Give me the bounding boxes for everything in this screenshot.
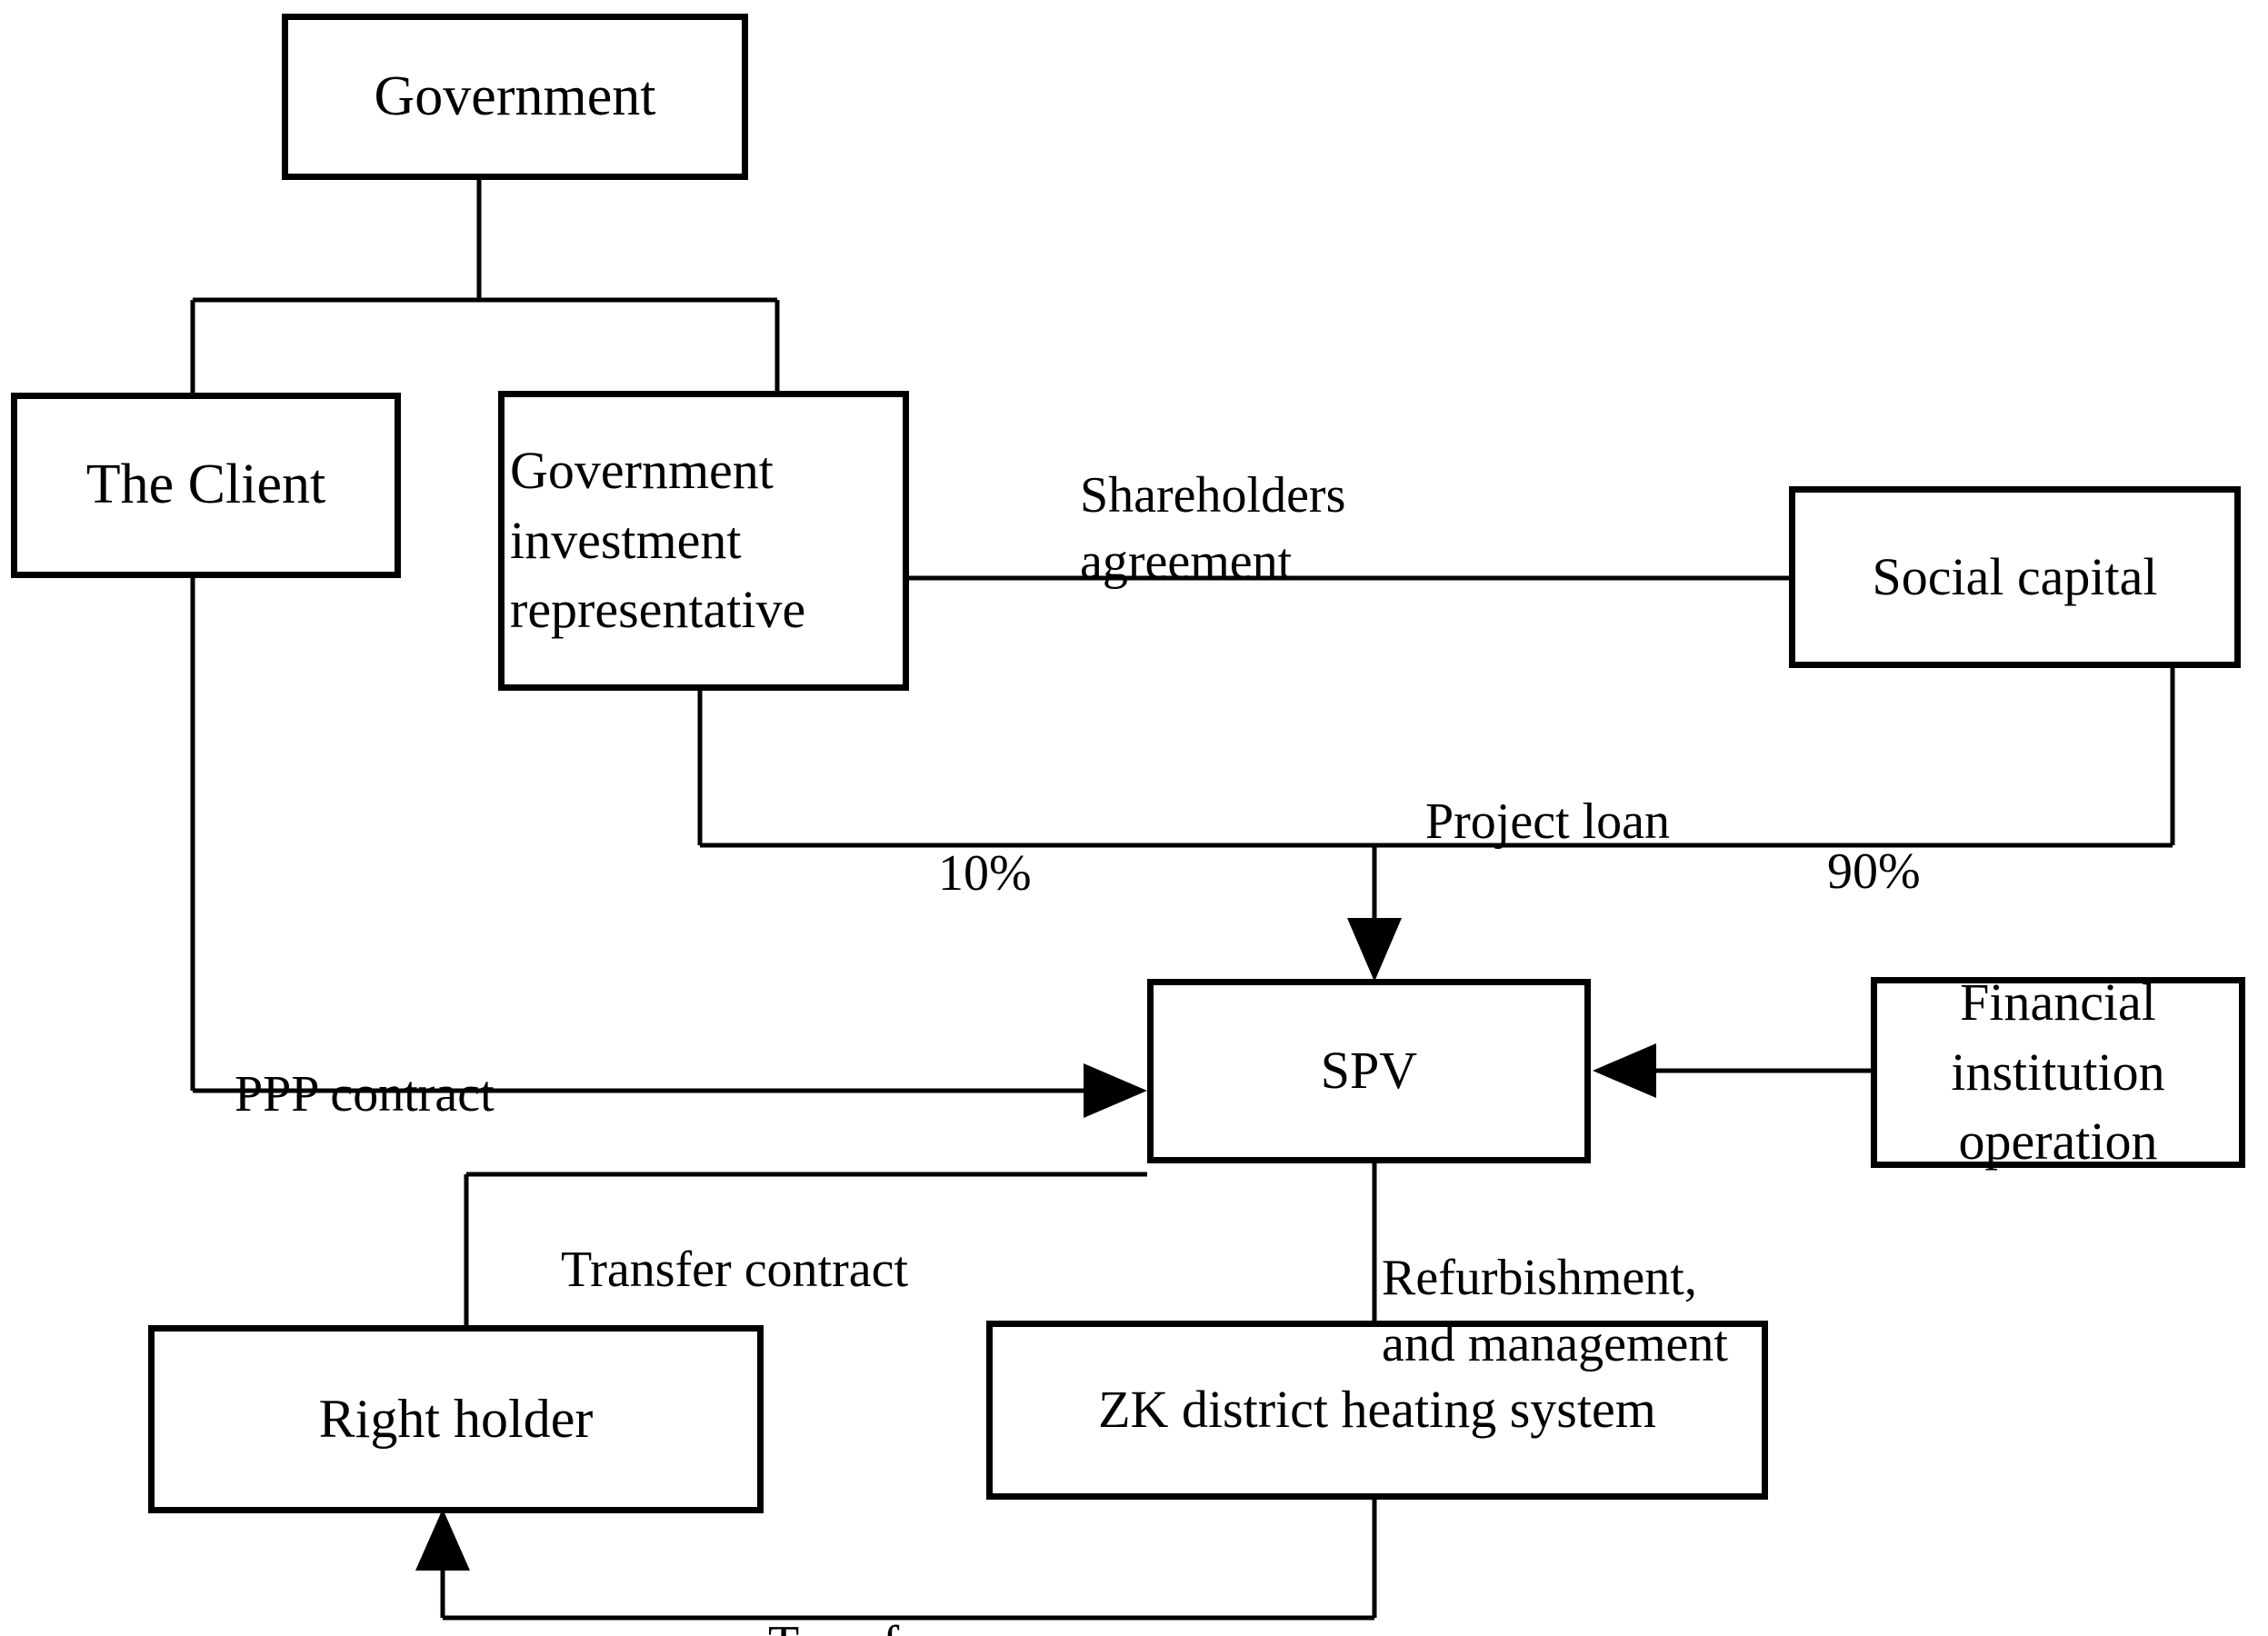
node-spv[interactable]: SPV	[1147, 979, 1591, 1163]
node-zk-heating-system-label: ZK district heating system	[1098, 1380, 1656, 1440]
edge-label-equity-gov: 10%	[938, 774, 1032, 907]
node-right-holder[interactable]: Right holder	[148, 1325, 764, 1513]
edge-label-equity-social-text: 90%	[1827, 843, 1921, 900]
edge-label-project-loan: Project loan	[1425, 723, 1670, 855]
arrowhead-into-spv-left	[1084, 1063, 1147, 1118]
node-gov-investment-rep-label: Government investment representative	[510, 441, 806, 640]
edge-label-refurbishment-text: Refurbishment, and management	[1382, 1249, 1728, 1372]
node-right-holder-label: Right holder	[318, 1388, 594, 1449]
edge-label-transfer-contract: Transfer contract	[561, 1171, 908, 1303]
arrowhead-into-spv-right	[1593, 1043, 1656, 1098]
edge-label-transfer-text: Transfer	[768, 1616, 939, 1636]
node-government[interactable]: Government	[282, 14, 748, 180]
edge-label-shareholders-agreement-text: Shareholders agreement	[1080, 466, 1346, 590]
edge-label-ppp-contract-text: PPP contract	[235, 1065, 495, 1122]
edge-label-refurbishment: Refurbishment, and management	[1382, 1179, 1891, 1377]
edge-label-shareholders-agreement: Shareholders agreement	[1080, 396, 1553, 594]
node-social-capital-label: Social capital	[1872, 546, 2158, 606]
node-spv-label: SPV	[1320, 1041, 1418, 1101]
edge-label-equity-social: 90%	[1827, 773, 1921, 905]
node-social-capital[interactable]: Social capital	[1789, 486, 2241, 668]
arrowhead-into-spv-top	[1347, 918, 1402, 982]
edge-label-ppp-contract: PPP contract	[235, 995, 495, 1128]
arrowhead-into-right-holder	[415, 1509, 470, 1571]
edge-label-equity-gov-text: 10%	[938, 844, 1032, 902]
node-financial-institution[interactable]: Financial institution operation	[1871, 973, 2245, 1171]
node-the-client-label: The Client	[85, 454, 326, 516]
edge-label-transfer: Transfer	[768, 1545, 939, 1636]
node-the-client[interactable]: The Client	[11, 393, 401, 578]
edge-label-transfer-contract-text: Transfer contract	[561, 1241, 909, 1298]
node-zk-heating-system[interactable]: ZK district heating system	[986, 1321, 1768, 1500]
node-gov-investment-rep[interactable]: Government investment representative	[498, 391, 909, 691]
node-financial-institution-label: Financial institution operation	[1951, 973, 2165, 1172]
node-government-label: Government	[374, 65, 656, 127]
edge-label-project-loan-text: Project loan	[1425, 793, 1671, 850]
